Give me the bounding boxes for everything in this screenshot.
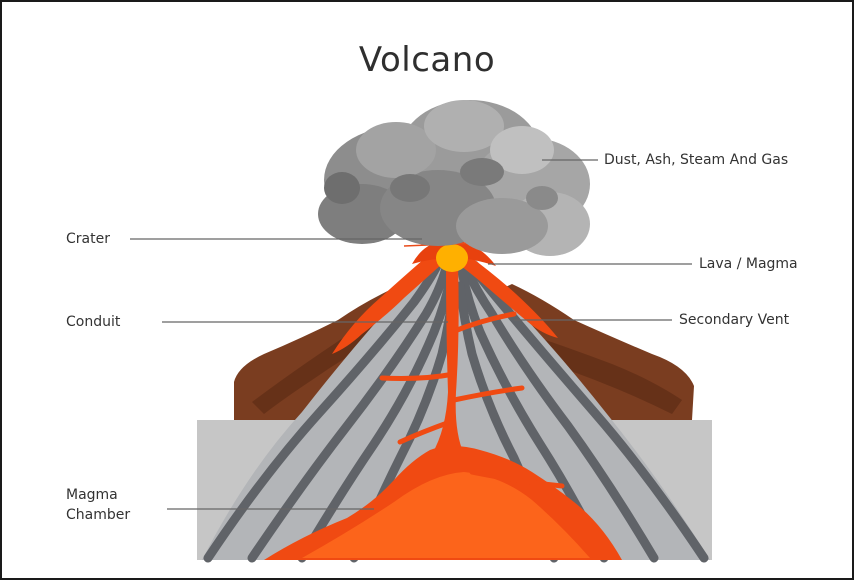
label-magma-chamber-line2: Chamber bbox=[66, 505, 130, 525]
label-dust-ash-steam-gas: Dust, Ash, Steam And Gas bbox=[604, 150, 788, 170]
label-crater: Crater bbox=[66, 229, 110, 249]
ash-cloud bbox=[318, 100, 590, 256]
crater-glow bbox=[436, 244, 468, 272]
label-secondary-vent: Secondary Vent bbox=[679, 310, 789, 330]
label-lava-magma: Lava / Magma bbox=[699, 254, 798, 274]
label-conduit: Conduit bbox=[66, 312, 120, 332]
label-magma-chamber-line1: Magma bbox=[66, 485, 130, 505]
label-magma-chamber: Magma Chamber bbox=[66, 485, 130, 525]
